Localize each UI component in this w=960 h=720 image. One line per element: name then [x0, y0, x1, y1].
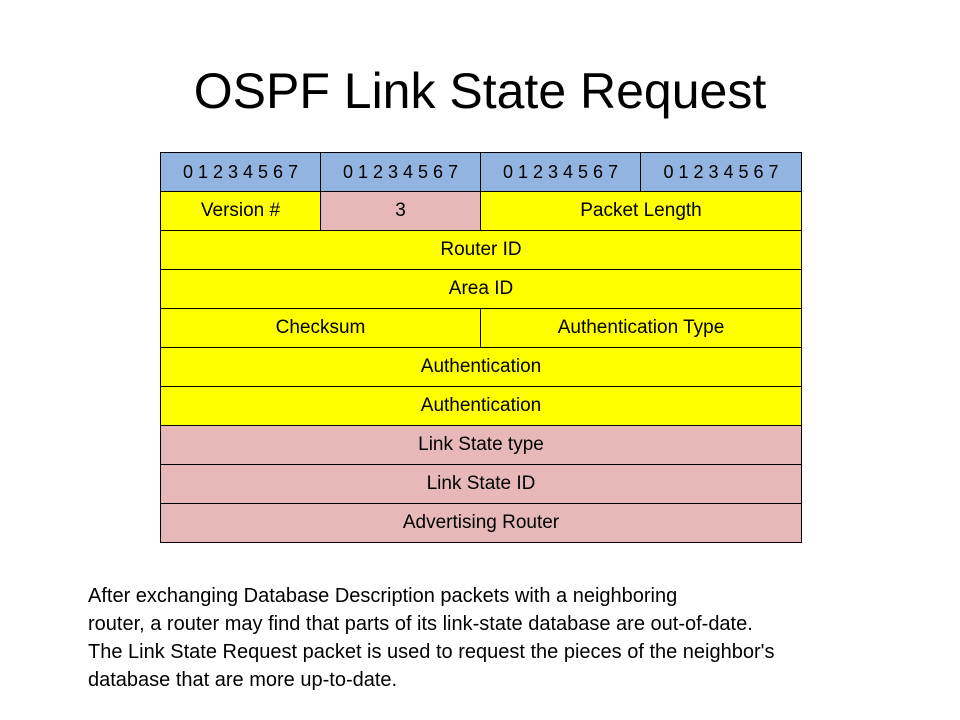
link-state-id-row: Link State ID [160, 464, 802, 504]
bit-header-row: 0 1 2 3 4 5 6 7 0 1 2 3 4 5 6 7 0 1 2 3 … [160, 152, 802, 192]
authentication-type-field: Authentication Type [480, 308, 802, 348]
version-type-length-row: Version # 3 Packet Length [160, 191, 802, 231]
authentication-field-1: Authentication [160, 347, 802, 387]
bit-header-octet-3: 0 1 2 3 4 5 6 7 [480, 152, 641, 192]
description-line-4: database that are more up-to-date. [88, 669, 398, 691]
link-state-type-field: Link State type [160, 425, 802, 465]
description-line-3: The Link State Request packet is used to… [88, 641, 775, 663]
authentication-field-2: Authentication [160, 386, 802, 426]
ospf-packet-format-table: 0 1 2 3 4 5 6 7 0 1 2 3 4 5 6 7 0 1 2 3 … [160, 152, 802, 543]
description-line-1: After exchanging Database Description pa… [88, 585, 678, 607]
bit-header-octet-4: 0 1 2 3 4 5 6 7 [640, 152, 802, 192]
link-state-id-field: Link State ID [160, 464, 802, 504]
checksum-field: Checksum [160, 308, 481, 348]
description-line-2: router, a router may find that parts of … [88, 613, 753, 635]
advertising-router-field: Advertising Router [160, 503, 802, 543]
checksum-authtype-row: Checksum Authentication Type [160, 308, 802, 348]
area-id-field: Area ID [160, 269, 802, 309]
version-field: Version # [160, 191, 321, 231]
area-id-row: Area ID [160, 269, 802, 309]
bit-header-octet-2: 0 1 2 3 4 5 6 7 [320, 152, 481, 192]
authentication-row-1: Authentication [160, 347, 802, 387]
advertising-router-row: Advertising Router [160, 503, 802, 543]
router-id-field: Router ID [160, 230, 802, 270]
link-state-type-row: Link State type [160, 425, 802, 465]
description-text: After exchanging Database Description pa… [88, 582, 888, 694]
type-field: 3 [320, 191, 481, 231]
bit-header-octet-1: 0 1 2 3 4 5 6 7 [160, 152, 321, 192]
packet-length-field: Packet Length [480, 191, 802, 231]
slide-title: OSPF Link State Request [193, 63, 767, 119]
authentication-row-2: Authentication [160, 386, 802, 426]
router-id-row: Router ID [160, 230, 802, 270]
